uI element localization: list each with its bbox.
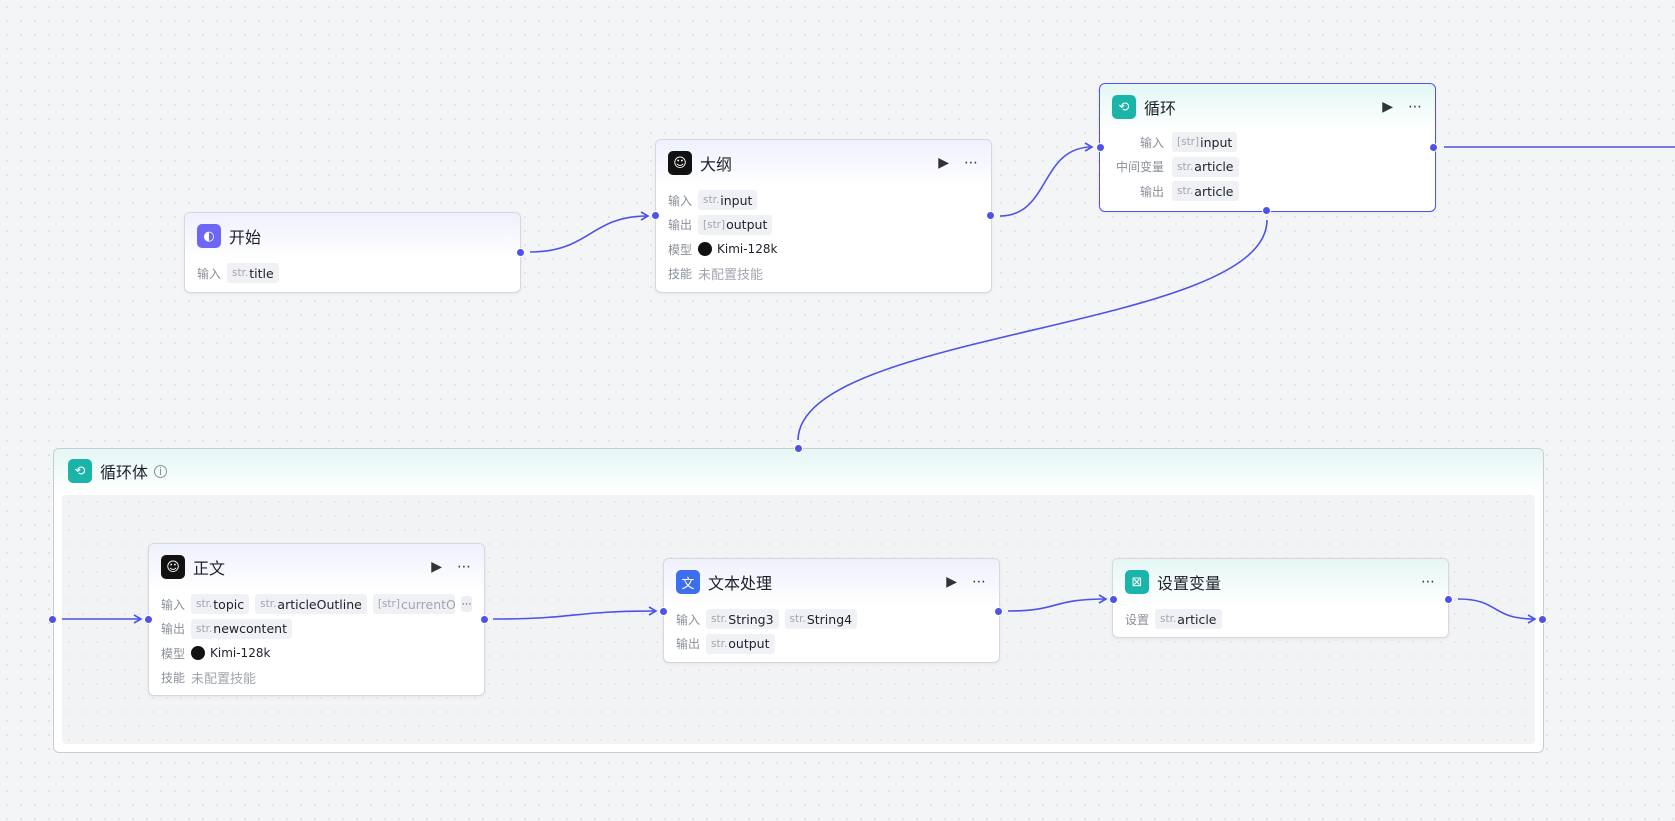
output-row: 输出 str.article: [1112, 179, 1423, 204]
loop-input-port[interactable]: [1096, 143, 1105, 152]
variable-tag: str.input: [698, 190, 758, 211]
skill-row: 技能 未配置技能: [668, 267, 764, 284]
variable-tag: str.title: [227, 263, 279, 284]
more-icon[interactable]: ⋯: [1408, 99, 1423, 115]
intermediate-row: 中间变量 str.article: [1112, 155, 1423, 180]
loop-node[interactable]: ⟲ 循环 ▶ ⋯ 输入 [str]input 中间变量 str.article …: [1099, 83, 1436, 212]
more-icon[interactable]: ⋯: [964, 155, 979, 171]
body-output-port[interactable]: [480, 615, 489, 624]
node-title: 大纲: [700, 155, 733, 174]
input-row: 输入 [str]input: [1112, 130, 1423, 155]
outline-node[interactable]: ☺ 大纲 ▶ ⋯ 输入 str.input 输出 [str]output 模型 …: [655, 139, 992, 293]
info-icon[interactable]: i: [154, 464, 168, 478]
body-input-port[interactable]: [144, 615, 153, 624]
set-row: 设置 str.article: [1125, 607, 1436, 632]
variable-tag: str.String4: [784, 609, 858, 630]
variable-tag: str.String3: [706, 609, 779, 630]
body-llm-node[interactable]: ☺ 正文 ▶ ⋯ 输入 str.topic str.articleOutline…: [148, 543, 485, 696]
loop-icon: ⟲: [1112, 95, 1136, 119]
variable-tag: str.article: [1172, 181, 1239, 202]
output-row: 输出 str.newcontent: [161, 617, 472, 642]
start-icon: ◐: [197, 224, 221, 248]
loop-icon: ⟲: [68, 459, 92, 483]
node-title: 开始: [229, 228, 262, 247]
more-inputs-button[interactable]: ⋯: [461, 596, 472, 613]
loop-body-port[interactable]: [1262, 206, 1271, 215]
more-icon[interactable]: ⋯: [1421, 574, 1436, 590]
node-title: 正文: [193, 559, 226, 578]
variable-tag: str.topic: [191, 594, 250, 615]
variable-tag: str.newcontent: [191, 618, 292, 639]
loop-body-header: ⟲ 循环体 i: [54, 449, 1543, 493]
run-icon[interactable]: ▶: [946, 574, 958, 590]
model-row: 模型 Kimi-128k: [161, 646, 271, 661]
set-variable-icon: ⊠: [1125, 570, 1149, 594]
input-row: 输入 str.String3 str.String4: [676, 607, 987, 632]
variable-tag: str.output: [706, 633, 775, 654]
model-row: 模型 Kimi-128k: [668, 242, 778, 257]
node-header: 文 文本处理 ▶ ⋯: [664, 559, 999, 605]
node-header: ⊠ 设置变量 ⋯: [1113, 559, 1448, 605]
set-variable-node[interactable]: ⊠ 设置变量 ⋯ 设置 str.article: [1112, 558, 1449, 638]
text-process-icon: 文: [676, 570, 700, 594]
node-header: ◐ 开始: [185, 213, 520, 259]
node-header: ⟲ 循环 ▶ ⋯: [1100, 84, 1435, 130]
loop-body-entry-port[interactable]: [794, 444, 803, 453]
kimi-icon: [191, 646, 205, 661]
more-icon[interactable]: ⋯: [972, 574, 987, 590]
kimi-icon: [698, 242, 712, 257]
outline-input-port[interactable]: [651, 211, 660, 220]
setvar-input-port[interactable]: [1109, 595, 1118, 604]
variable-tag: [str]currentOutl: [372, 594, 456, 615]
node-title: 文本处理: [708, 574, 773, 593]
text-output-port[interactable]: [994, 607, 1003, 616]
variable-tag: [str]output: [698, 214, 773, 235]
loop-output-port[interactable]: [1429, 143, 1438, 152]
output-row: 输出 [str]output: [668, 213, 979, 238]
loop-body-end-port[interactable]: [1538, 615, 1547, 624]
node-header: ☺ 大纲 ▶ ⋯: [656, 140, 991, 186]
start-output-port[interactable]: [516, 248, 525, 257]
variable-tag: str.article: [1172, 156, 1239, 177]
setvar-output-port[interactable]: [1444, 595, 1453, 604]
more-icon[interactable]: ⋯: [457, 559, 472, 575]
variable-tag: str.article: [1155, 609, 1222, 630]
node-header: ☺ 正文 ▶ ⋯: [149, 544, 484, 590]
run-icon[interactable]: ▶: [938, 155, 950, 171]
loop-body-start-port[interactable]: [48, 615, 57, 624]
input-row: 输入 str.title: [197, 261, 508, 286]
edge-outline-loop: [999, 142, 1094, 217]
variable-tag: [str]input: [1172, 132, 1238, 153]
input-row: 输入 str.topic str.articleOutline [str]cur…: [161, 592, 472, 617]
node-title: 循环: [1144, 99, 1177, 118]
edge-start-outline: [529, 211, 650, 253]
run-icon[interactable]: ▶: [1382, 99, 1394, 115]
run-icon[interactable]: ▶: [431, 559, 443, 575]
llm-icon: ☺: [668, 151, 692, 175]
text-input-port[interactable]: [659, 607, 668, 616]
skill-row: 技能 未配置技能: [161, 671, 257, 688]
outline-output-port[interactable]: [986, 211, 995, 220]
input-row: 输入 str.input: [668, 188, 979, 213]
output-row: 输出 str.output: [676, 632, 987, 657]
text-process-node[interactable]: 文 文本处理 ▶ ⋯ 输入 str.String3 str.String4 输出…: [663, 558, 1000, 663]
llm-icon: ☺: [161, 555, 185, 579]
variable-tag: str.articleOutline: [255, 594, 367, 615]
loop-body-title: 循环体: [100, 463, 149, 482]
start-node[interactable]: ◐ 开始 输入 str.title: [184, 212, 521, 293]
node-title: 设置变量: [1157, 574, 1222, 593]
